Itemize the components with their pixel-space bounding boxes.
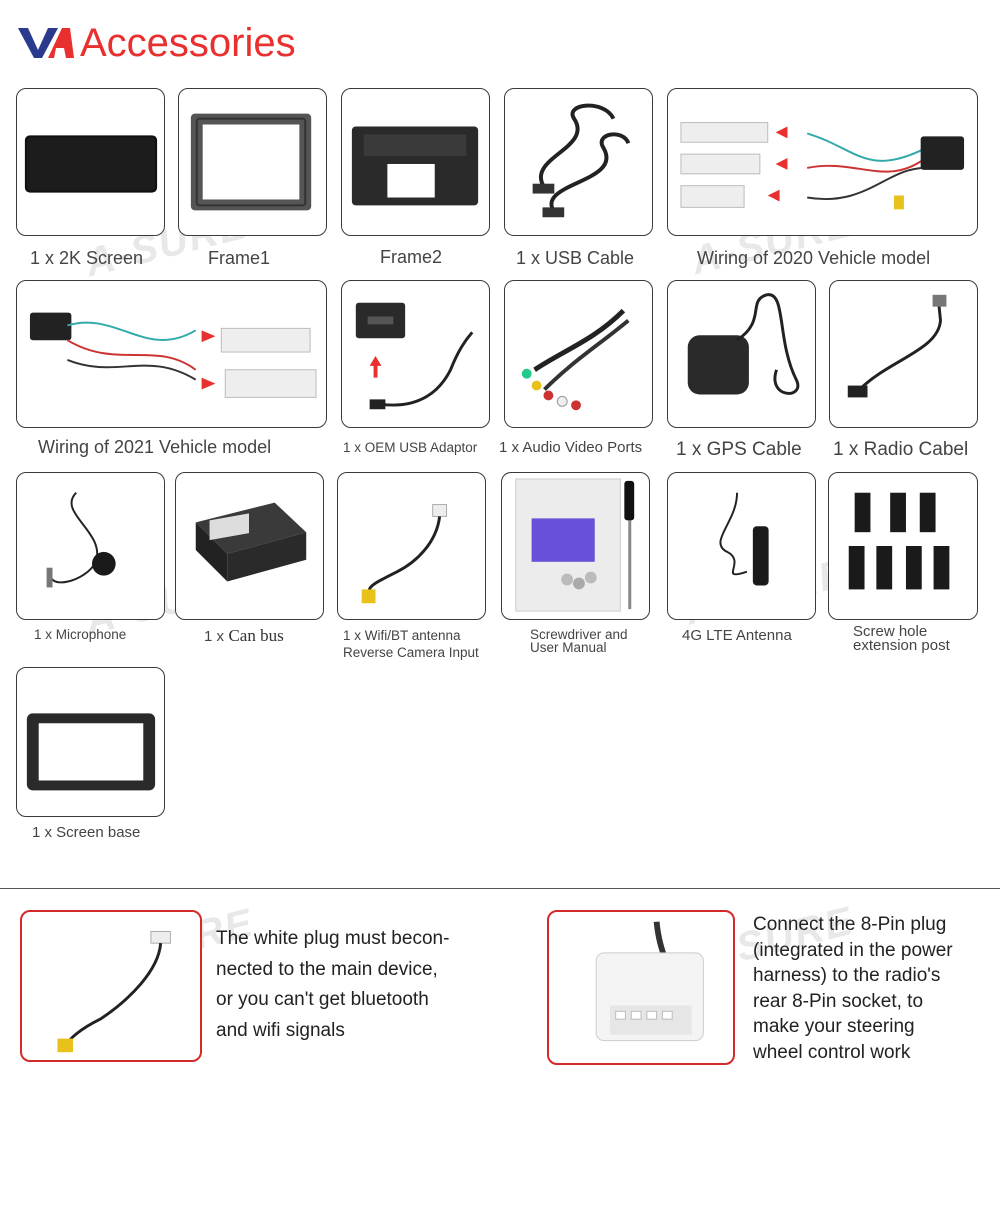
caption-screwdriver-line1: Screwdriver and [530, 627, 628, 642]
canbus-image [175, 472, 324, 620]
gps-cable-image [667, 280, 816, 428]
caption-screw-post-line1: Screw hole [853, 623, 928, 640]
caption-wiring-2020: Wiring of 2020 Vehicle model [697, 248, 931, 268]
caption-screwdriver-line2: User Manual [530, 640, 607, 655]
caption-wifi-line2: Reverse Camera Input [343, 645, 479, 660]
note-left-text: The white plug must becon- nected to the… [216, 924, 449, 1046]
page-title: Accessories [80, 21, 296, 65]
section-divider [0, 888, 1000, 889]
note-right-text: Connect the 8-Pin plug (integrated in th… [753, 912, 953, 1065]
note-right-line: (integrated in the power [753, 939, 953, 961]
screen-base-image [16, 667, 165, 817]
note-left-line: and wifi signals [216, 1019, 345, 1041]
frame2-image [341, 88, 490, 236]
note-left-line: The white plug must becon- [216, 928, 450, 949]
caption-gps: 1 x GPS Cable [676, 439, 802, 460]
screw-post-image [828, 472, 978, 620]
wifi-antenna-image [337, 472, 486, 620]
caption-canbus: 1 x Can bus [204, 626, 284, 646]
caption-screen: 1 x 2K Screen [30, 248, 144, 268]
caption-lte: 4G LTE Antenna [682, 627, 792, 644]
caption-frame1: Frame1 [208, 248, 271, 268]
caption-radio: 1 x Radio Cabel [833, 439, 969, 460]
frame1-image [178, 88, 327, 236]
lte-antenna-image [667, 472, 816, 620]
note-right-line: rear 8-Pin socket, to [753, 990, 924, 1012]
caption-wiring-2021: Wiring of 2021 Vehicle model [38, 437, 272, 457]
caption-screw-post-line2: extension post [853, 637, 950, 654]
caption-audio-video: 1 x Audio Video Ports [499, 439, 643, 456]
note-right-line: wheel control work [753, 1041, 911, 1063]
caption-frame2: Frame2 [380, 247, 443, 267]
wiring-2020-image [667, 88, 978, 236]
screwdriver-manual-image [501, 472, 650, 620]
note-left-image [20, 910, 202, 1062]
screen-image [16, 88, 165, 236]
caption-canbus-qty: 1 x [204, 628, 225, 645]
caption-screen-base: 1 x Screen base [32, 824, 141, 841]
oem-usb-image [341, 280, 490, 428]
note-right-image [547, 910, 735, 1065]
note-right-line: Connect the 8-Pin plug [753, 914, 947, 935]
wiring-2021-image [16, 280, 327, 428]
usb-cable-image [504, 88, 653, 236]
note-right-line: make your steering [753, 1016, 915, 1037]
caption-wifi-line1: 1 x Wifi/BT antenna [343, 628, 461, 643]
caption-canbus-name: Can bus [228, 626, 284, 645]
caption-oem-usb: 1 x OEM USB Adaptor [343, 440, 478, 455]
radio-cable-image [829, 280, 978, 428]
microphone-image [16, 472, 165, 620]
note-right-line: harness) to the radio's [753, 965, 941, 986]
caption-usb-cable: 1 x USB Cable [516, 248, 635, 268]
audio-video-image [504, 280, 653, 428]
note-left-line: or you can't get bluetooth [216, 989, 429, 1010]
brand-logo [18, 28, 74, 58]
caption-microphone: 1 x Microphone [34, 627, 127, 642]
note-left-line: nected to the main device, [216, 958, 438, 980]
